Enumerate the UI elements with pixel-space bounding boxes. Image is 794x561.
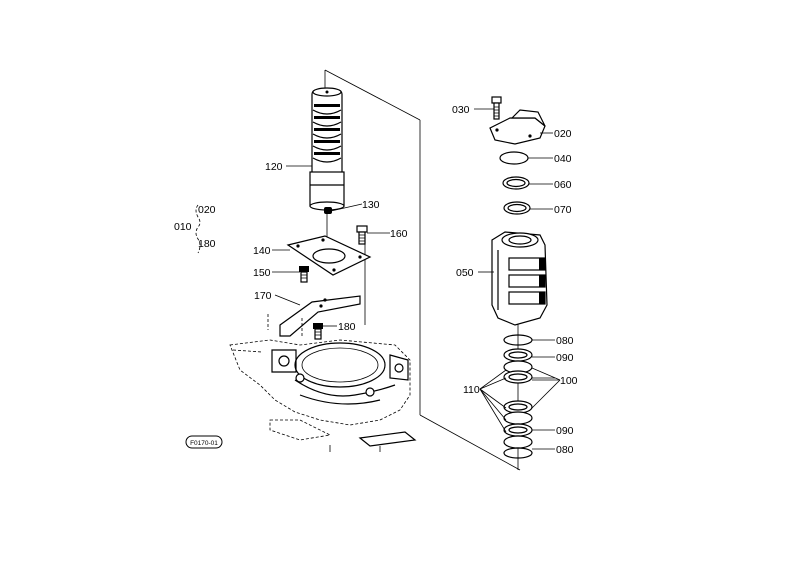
- label-170: 170: [254, 290, 272, 302]
- lower-seal-stack: [503, 334, 533, 459]
- label-010: 010: [174, 221, 192, 233]
- part-050-swivel-body: [491, 231, 548, 326]
- label-120: 120: [265, 161, 283, 173]
- figure-code: F0170-01: [190, 440, 218, 447]
- label-080-upper: 080: [556, 335, 574, 347]
- label-180: 180: [338, 321, 356, 333]
- part-120-spring-cylinder: [309, 87, 345, 211]
- label-110: 110: [463, 384, 480, 396]
- label-040: 040: [554, 153, 572, 165]
- label-160: 160: [390, 228, 408, 240]
- label-060: 060: [554, 179, 572, 191]
- callout-labels: 010 020 180 120 130 140 160 150 170 180 …: [174, 104, 578, 456]
- part-140-plate: [286, 235, 372, 276]
- label-090-upper: 090: [556, 352, 574, 364]
- label-150: 150: [253, 267, 271, 279]
- label-100: 100: [560, 375, 578, 387]
- part-180-bolt: [313, 323, 323, 340]
- part-130-nut: [324, 207, 332, 214]
- label-140: 140: [253, 245, 271, 257]
- part-070-ring: [503, 201, 531, 215]
- leader-lines: [272, 108, 561, 450]
- part-150-bolt: [299, 266, 309, 283]
- label-030: 030: [452, 104, 470, 116]
- label-050: 050: [456, 267, 474, 279]
- label-130: 130: [362, 199, 380, 211]
- group-010-bracket: [195, 204, 201, 254]
- part-020-elbow-housing: [489, 109, 546, 145]
- part-170-bracket: [267, 295, 361, 337]
- base-frame-outline: [229, 339, 417, 452]
- label-180-group: 180: [198, 238, 216, 250]
- label-020: 020: [554, 128, 572, 140]
- part-160-bolt: [356, 225, 368, 245]
- figure-code-badge: F0170-01: [185, 435, 223, 449]
- part-030-bolt: [491, 96, 502, 120]
- label-090-lower: 090: [556, 425, 574, 437]
- label-070: 070: [554, 204, 572, 216]
- label-080-lower: 080: [556, 444, 574, 456]
- label-020-group: 020: [198, 204, 216, 216]
- part-040-o-ring: [499, 151, 529, 165]
- part-060-ring: [502, 176, 530, 190]
